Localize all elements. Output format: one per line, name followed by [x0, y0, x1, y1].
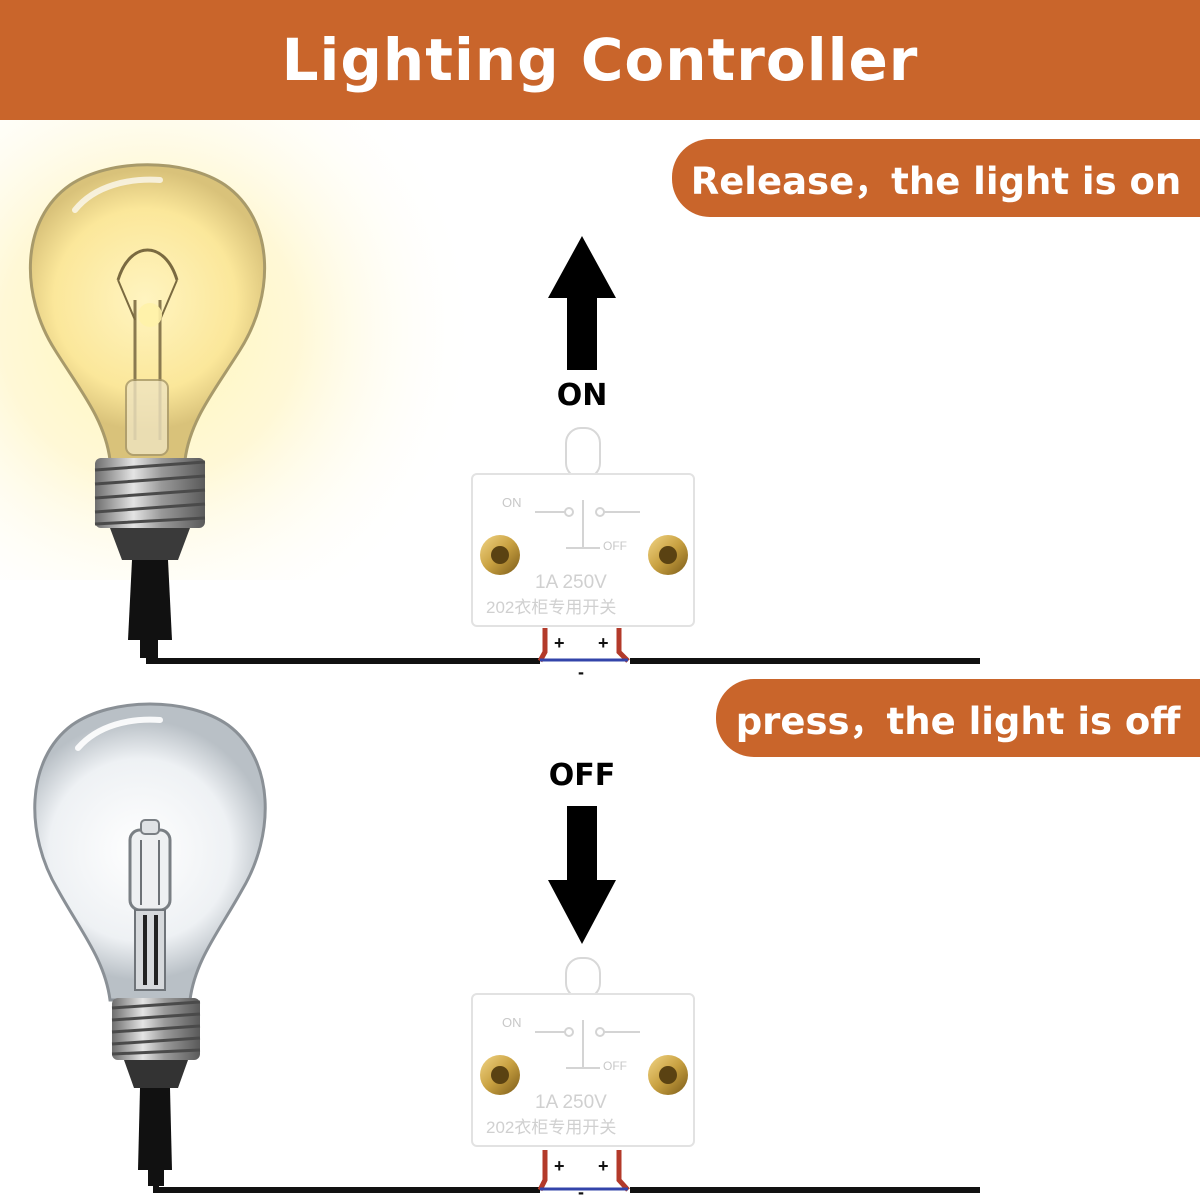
terminal-minus-2: -: [578, 1182, 584, 1200]
callout-press: press，the light is off: [716, 679, 1200, 757]
header-banner: Lighting Controller: [0, 0, 1200, 120]
wire-top: [146, 628, 980, 664]
switch-model-2: 202衣柜专用开关: [486, 1118, 616, 1137]
callout-release: Release，the light is on: [672, 139, 1200, 217]
arrow-up-icon: [548, 236, 616, 370]
microswitch-bottom: ON OFF 1A 250V 202衣柜专用开关 + + -: [471, 957, 695, 1200]
switch-label-off-2: OFF: [603, 1059, 627, 1073]
switch-rating: 1A 250V: [535, 572, 607, 593]
microswitch-top: ON OFF 1A 250V 202衣柜专用开关 + + -: [471, 427, 695, 682]
callout-release-text: Release，the light is on: [690, 160, 1182, 203]
terminal-plus-right-2: +: [598, 1156, 609, 1176]
callout-press-text: press，the light is off: [735, 700, 1181, 743]
terminal-plus-left-2: +: [554, 1156, 565, 1176]
switch-label-on: ON: [502, 495, 522, 510]
state-label-off: OFF: [548, 758, 616, 793]
switch-label-off: OFF: [603, 539, 627, 553]
switch-rating-2: 1A 250V: [535, 1092, 607, 1113]
terminal-minus: -: [578, 662, 584, 682]
terminal-plus-left: +: [554, 633, 565, 653]
arrow-down-icon: [548, 806, 616, 944]
wire-bottom: [153, 1150, 980, 1193]
switch-model: 202衣柜专用开关: [486, 598, 616, 617]
page-title: Lighting Controller: [281, 26, 919, 94]
terminal-plus-right: +: [598, 633, 609, 653]
glowing-bulb-icon: [28, 163, 267, 658]
switch-label-on-2: ON: [502, 1015, 522, 1030]
unlit-bulb-icon: [33, 702, 267, 1186]
